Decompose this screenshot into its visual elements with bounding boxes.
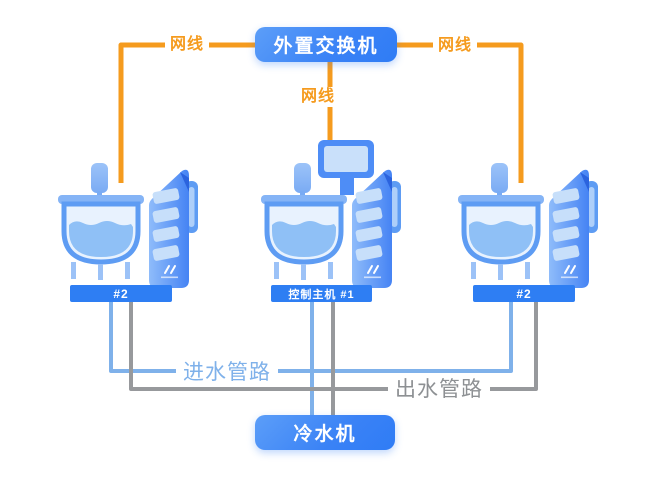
network-cable-right: [397, 42, 524, 183]
control-monitor: [318, 140, 374, 195]
inlet-water-pipe: [109, 300, 513, 418]
machine-label-right: #2: [473, 285, 575, 302]
machine-unit-left: [58, 163, 198, 288]
cable-label-center: 网线: [296, 87, 341, 107]
cable-label-right: 网线: [433, 36, 478, 56]
external-switch-box: 外置交换机: [255, 27, 397, 62]
cable-label-left: 网线: [165, 35, 210, 55]
machine-unit-right: [458, 163, 598, 288]
outlet-water-pipe: [129, 300, 538, 418]
network-cable-left: [118, 42, 255, 183]
machine-label-center: 控制主机 #1: [271, 285, 372, 302]
machine-unit-center: [261, 163, 401, 288]
inlet-pipe-label: 进水管路: [176, 361, 278, 384]
chiller-box: 冷水机: [255, 415, 395, 450]
machine-label-left: #2: [70, 285, 172, 302]
outlet-pipe-label: 出水管路: [388, 378, 490, 401]
